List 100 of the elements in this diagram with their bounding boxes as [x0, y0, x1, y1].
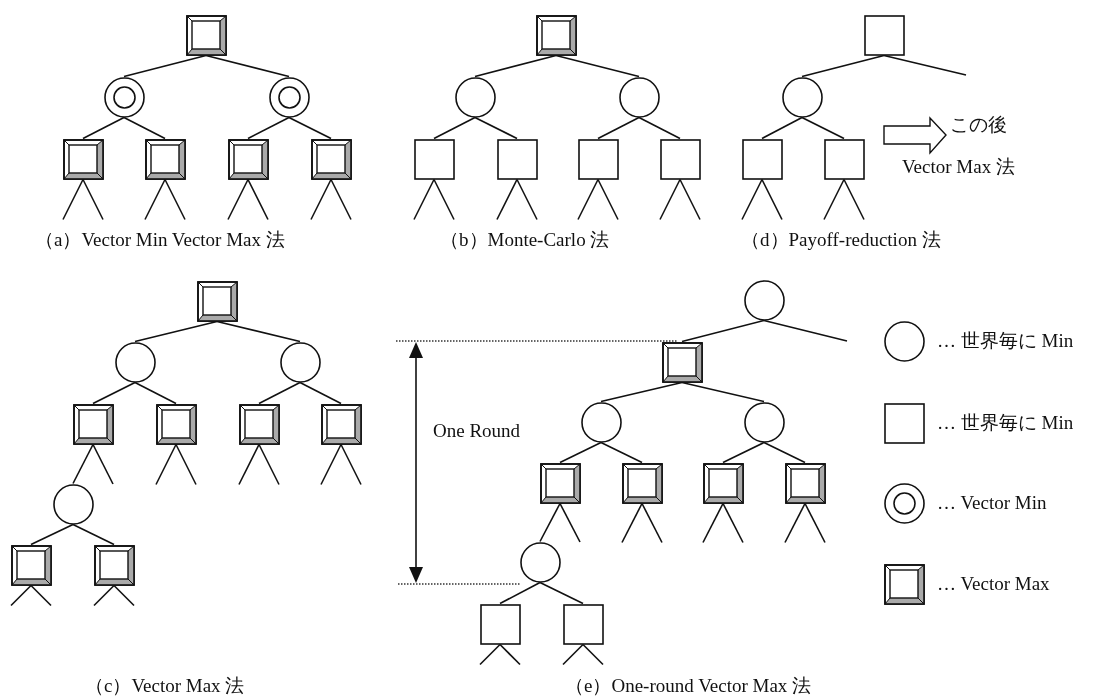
square-node [741, 138, 783, 180]
circle-node [114, 341, 156, 383]
tree-branch [883, 54, 967, 76]
tree-branch [702, 502, 724, 544]
tree-branch [823, 178, 845, 221]
tree-branch [340, 443, 362, 486]
beveled-square-node [661, 341, 703, 383]
tree-branch [559, 441, 602, 464]
dimension-label: One Round [433, 420, 521, 442]
tree-branch [801, 116, 845, 140]
tree-branch [288, 116, 332, 140]
tree-branch [134, 381, 177, 405]
tree-branch [330, 178, 352, 221]
tree-branch [164, 178, 186, 221]
beveled-square-node [621, 462, 663, 504]
circle-node [743, 401, 785, 443]
beveled-square-node [238, 403, 280, 445]
beveled-square-node [535, 14, 577, 56]
tree-branch [320, 443, 342, 486]
tree-branch [741, 178, 763, 221]
tree-branch [496, 178, 518, 221]
tree-branch [761, 178, 783, 221]
circle-node [454, 76, 496, 118]
tree-branch [144, 178, 166, 221]
double-circle-node [268, 76, 310, 118]
tree-branch [784, 502, 806, 544]
square-node [577, 138, 619, 180]
tree-branch [93, 584, 115, 607]
tree-branch [659, 178, 681, 221]
tree-branch [722, 502, 744, 544]
beveled-square-node [144, 138, 186, 180]
tree-branch [247, 178, 269, 221]
tree-branch [134, 320, 218, 343]
tree-branch [247, 116, 290, 140]
tree-branch [763, 441, 806, 464]
circle-node [279, 341, 321, 383]
square-node [863, 14, 905, 56]
circle-node [52, 483, 94, 525]
tree-branch [843, 178, 865, 221]
tree-branch [681, 319, 765, 343]
legend-text: … 世界毎に Min [937, 411, 1074, 435]
tree-branch [413, 178, 435, 221]
square-node [413, 138, 455, 180]
tree-branch [516, 178, 538, 221]
tree-branch [113, 584, 135, 607]
tree-branch [600, 441, 643, 464]
tree-branch [82, 116, 125, 140]
beveled-square-node [196, 280, 238, 322]
caption-text: （d）Payoff-reduction 法 [741, 229, 941, 251]
tree-branch [761, 116, 803, 140]
tree-branch [474, 54, 557, 78]
tree-branch [681, 381, 765, 403]
tree-branch [30, 523, 74, 546]
double-circle-node [103, 76, 145, 118]
caption-text: （c）Vector Max 法 [85, 675, 245, 697]
note-text: この後 [950, 114, 1007, 136]
tree-branch [539, 502, 561, 543]
square-node [479, 603, 521, 645]
tree-branch [175, 443, 197, 486]
tree-branch [597, 116, 640, 140]
tree-branch [577, 178, 599, 221]
beveled-square-node [62, 138, 104, 180]
tree-branch [216, 320, 301, 343]
circle-node [618, 76, 660, 118]
tree-branch [72, 443, 94, 485]
tree-branch [92, 443, 114, 485]
tree-branch [82, 178, 104, 221]
tree-branch [227, 178, 249, 221]
tree-branch [804, 502, 826, 544]
tree-branch [238, 443, 260, 486]
tree-branch [72, 523, 115, 546]
tree-branch [559, 502, 581, 543]
legend-text: … Vector Min [937, 492, 1047, 514]
legend-text: … Vector Max [937, 573, 1050, 595]
tree-branch [641, 502, 663, 544]
beveled-square-node [10, 544, 52, 586]
tree-branch [499, 581, 541, 605]
square-node [659, 138, 701, 180]
beveled-square-node [310, 138, 352, 180]
tree-branch [30, 584, 52, 607]
square-node [496, 138, 538, 180]
circle-node [743, 279, 785, 321]
beveled-square-node [784, 462, 826, 504]
square-node [823, 138, 865, 180]
square-node [562, 603, 604, 645]
tree-branch [433, 116, 476, 140]
circle-node [580, 401, 622, 443]
tree-branch [123, 116, 166, 140]
beveled-square-node [227, 138, 269, 180]
beveled-square-node [320, 403, 362, 445]
caption-text: （b）Monte-Carlo 法 [440, 229, 610, 251]
tree-branch [600, 381, 683, 403]
tree-branch [539, 581, 584, 605]
beveled-square-node [155, 403, 197, 445]
tree-branch [299, 381, 342, 405]
tree-branch [763, 319, 848, 342]
tree-branch [479, 643, 501, 666]
tree-branch [562, 643, 584, 666]
tree-branch [621, 502, 643, 544]
beveled-square-node [185, 14, 227, 56]
